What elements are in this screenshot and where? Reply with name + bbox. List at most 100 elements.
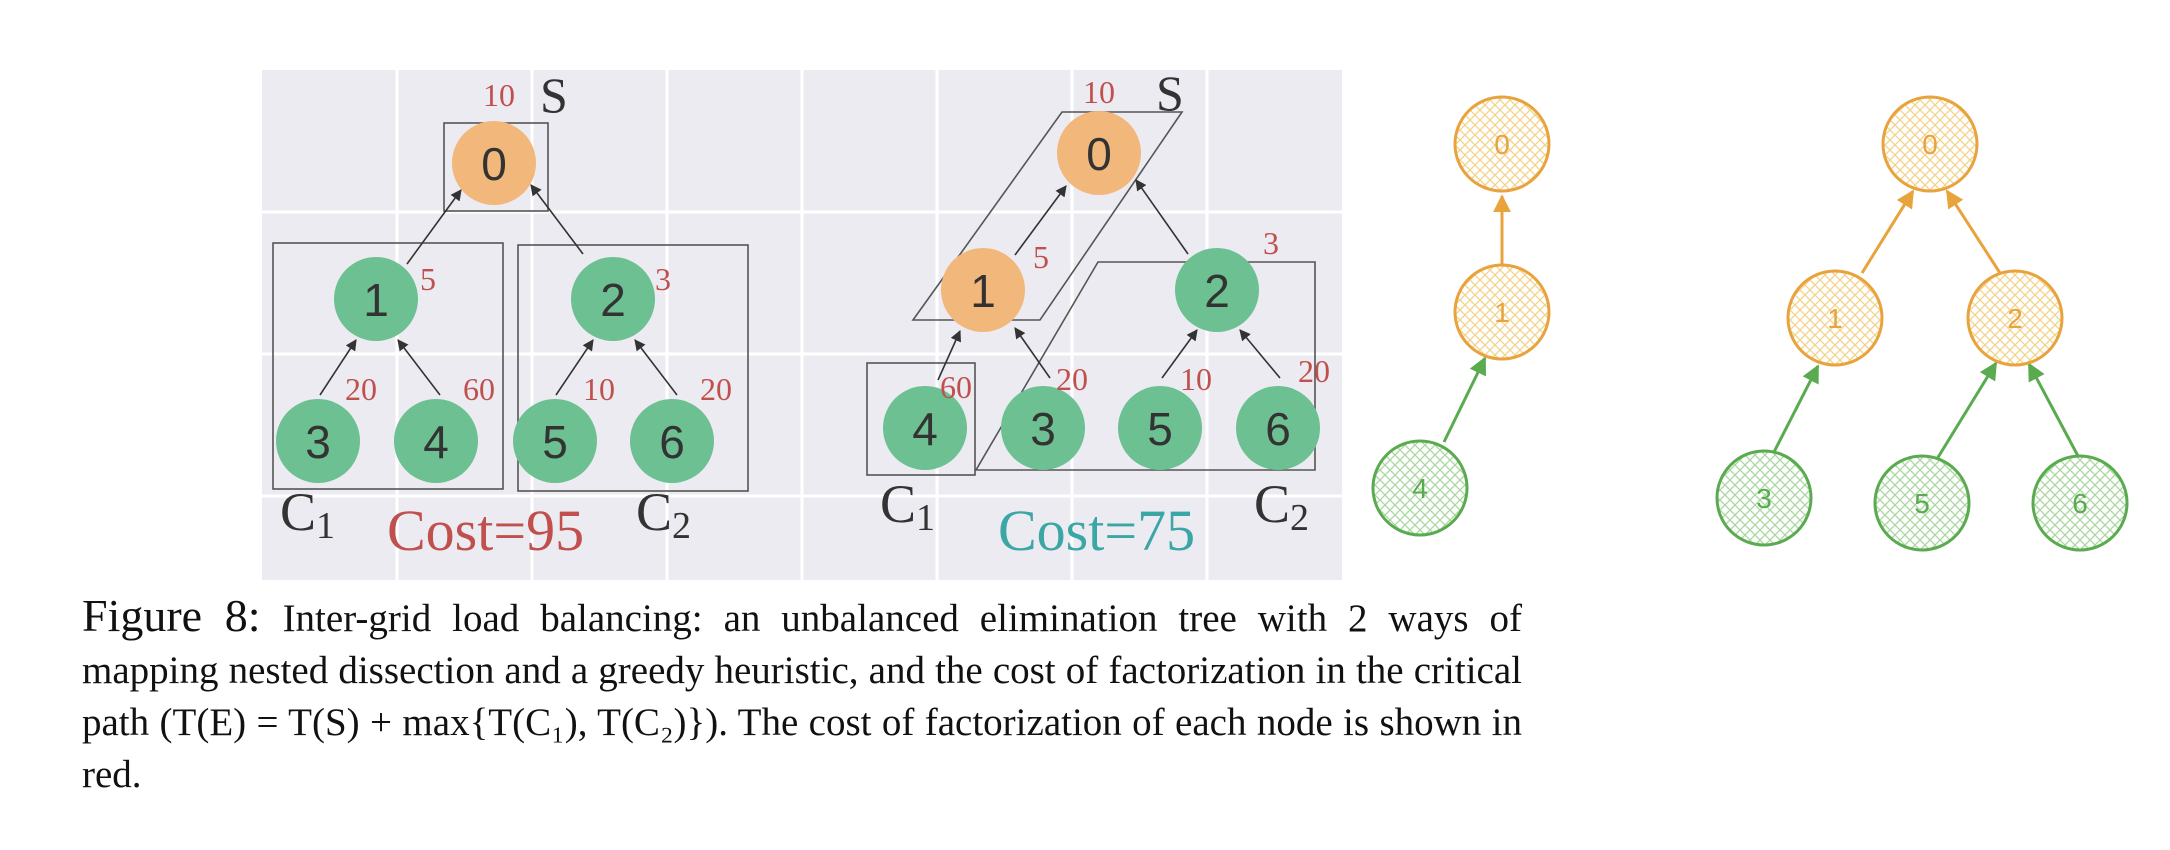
left-node-5-label: 5 [542, 416, 568, 468]
right-node-2-label: 2 [1204, 265, 1230, 317]
caption-label: Figure 8: [82, 590, 261, 641]
right-cost-6: 20 [1298, 353, 1330, 389]
left-cost-2: 3 [655, 261, 671, 297]
left-node-1-label: 1 [363, 274, 389, 326]
right-node-0 [1057, 111, 1141, 195]
sketch2-node-3 [1715, 449, 1813, 547]
right-s-label: S [1156, 65, 1184, 121]
right-node-5 [1118, 386, 1202, 470]
left-edge-6-2 [634, 339, 678, 396]
right-node-4-label: 4 [912, 403, 938, 455]
sketch2-node-5-label: 5 [1914, 488, 1930, 519]
right-cost-total: Cost=75 [998, 498, 1195, 563]
figure-caption: Figure 8:Inter-grid load balancing: an u… [82, 590, 1522, 801]
right-cost-0: 10 [1083, 74, 1115, 110]
left-box-c2 [517, 244, 749, 492]
left-edge-1-0 [406, 189, 462, 265]
left-box-c1 [272, 242, 504, 490]
right-cost-5: 10 [1180, 361, 1212, 397]
right-tree: 0 1 2 4 3 5 6 10 5 3 60 20 10 20 S C1 C2… [866, 65, 1330, 563]
left-cost-total: Cost=95 [387, 498, 584, 563]
left-edge-5-2 [555, 339, 594, 396]
sketch2-node-6-label: 6 [2072, 488, 2088, 519]
right-edge-3-1 [1014, 327, 1051, 379]
sketch1-node-1 [1453, 263, 1551, 361]
sketch2-node-5 [1873, 454, 1971, 552]
right-c2-label: C2 [1254, 474, 1309, 539]
caption-paragraph: Figure 8:Inter-grid load balancing: an u… [82, 590, 1522, 801]
sketch2-node-1 [1786, 269, 1884, 367]
sketch2-edge-3-1 [1772, 364, 1820, 453]
sketch2-node-0 [1881, 95, 1979, 193]
left-node-6 [630, 399, 714, 483]
right-node-1-label: 1 [970, 265, 996, 317]
left-node-3-label: 3 [305, 416, 331, 468]
left-cost-0: 10 [483, 77, 515, 113]
right-cost-3: 20 [1056, 361, 1088, 397]
left-cost-5: 10 [583, 371, 615, 407]
left-node-2 [571, 257, 655, 341]
right-node-2 [1175, 248, 1259, 332]
left-cost-1: 5 [420, 261, 436, 297]
sketch2-edge-2-0 [1945, 189, 2002, 274]
caption-text: Inter-grid load balancing: an unbalanced… [82, 597, 1522, 796]
left-node-4-label: 4 [423, 416, 449, 468]
panel-right-grid [800, 70, 1342, 580]
sketch2-edge-5-2 [1935, 361, 1998, 460]
left-tree: 0 1 2 3 4 5 6 10 5 3 20 60 10 20 S C1 C2… [272, 67, 749, 563]
sketch2-edge-1-0 [1860, 189, 1915, 274]
right-node-1 [941, 248, 1025, 332]
right-cost-2: 3 [1263, 225, 1279, 261]
sketch2-node-1-label: 1 [1827, 303, 1843, 334]
right-node-5-label: 5 [1147, 403, 1173, 455]
left-node-0 [452, 121, 536, 205]
left-cost-4: 60 [463, 371, 495, 407]
right-box-s [911, 111, 1184, 321]
sketch1-node-4 [1371, 439, 1469, 537]
sketch2-node-2 [1966, 269, 2064, 367]
left-c1-label: C1 [280, 482, 335, 547]
right-edge-1-0 [1014, 185, 1067, 256]
sketch1-edge-4-1 [1442, 356, 1487, 443]
sketch1-node-4-label: 4 [1412, 473, 1428, 504]
right-c1-label: C1 [880, 474, 935, 539]
left-node-0-label: 0 [481, 138, 507, 190]
right-node-3-label: 3 [1030, 403, 1056, 455]
sketch1-node-0 [1453, 95, 1551, 193]
right-node-0-label: 0 [1086, 128, 1112, 180]
sketch-tree-c2: 0 1 2 3 5 6 [1715, 95, 2129, 552]
sketch1-node-0-label: 0 [1494, 129, 1510, 160]
left-cost-6: 20 [700, 371, 732, 407]
right-edge-6-2 [1239, 329, 1281, 379]
right-cost-1: 5 [1033, 239, 1049, 275]
sketch2-node-2-label: 2 [2007, 303, 2023, 334]
sketch2-node-0-label: 0 [1922, 129, 1938, 160]
right-node-6-label: 6 [1265, 403, 1291, 455]
right-edge-2-0 [1135, 179, 1189, 255]
right-node-4 [883, 386, 967, 470]
left-edge-4-1 [397, 339, 441, 396]
right-edge-4-1 [937, 329, 961, 381]
left-node-5 [513, 399, 597, 483]
sketch-tree-c1: 0 1 4 [1371, 95, 1551, 537]
left-node-1 [334, 257, 418, 341]
sketch2-node-6 [2031, 454, 2129, 552]
right-edge-5-2 [1161, 329, 1198, 379]
left-s-label: S [540, 67, 568, 123]
right-box-c1 [866, 362, 976, 476]
left-node-2-label: 2 [600, 274, 626, 326]
left-edge-3-1 [319, 339, 357, 396]
right-node-3 [1001, 386, 1085, 470]
sketch2-edge-6-2 [2027, 362, 2080, 457]
left-node-6-label: 6 [659, 416, 685, 468]
sketch2-node-3-label: 3 [1756, 483, 1772, 514]
left-c2-label: C2 [636, 482, 691, 547]
right-node-6 [1236, 386, 1320, 470]
sketch1-node-1-label: 1 [1494, 297, 1510, 328]
left-cost-3: 20 [345, 371, 377, 407]
left-node-4 [394, 399, 478, 483]
left-edge-2-0 [530, 184, 584, 255]
right-cost-4: 60 [940, 369, 972, 405]
left-node-3 [276, 399, 360, 483]
